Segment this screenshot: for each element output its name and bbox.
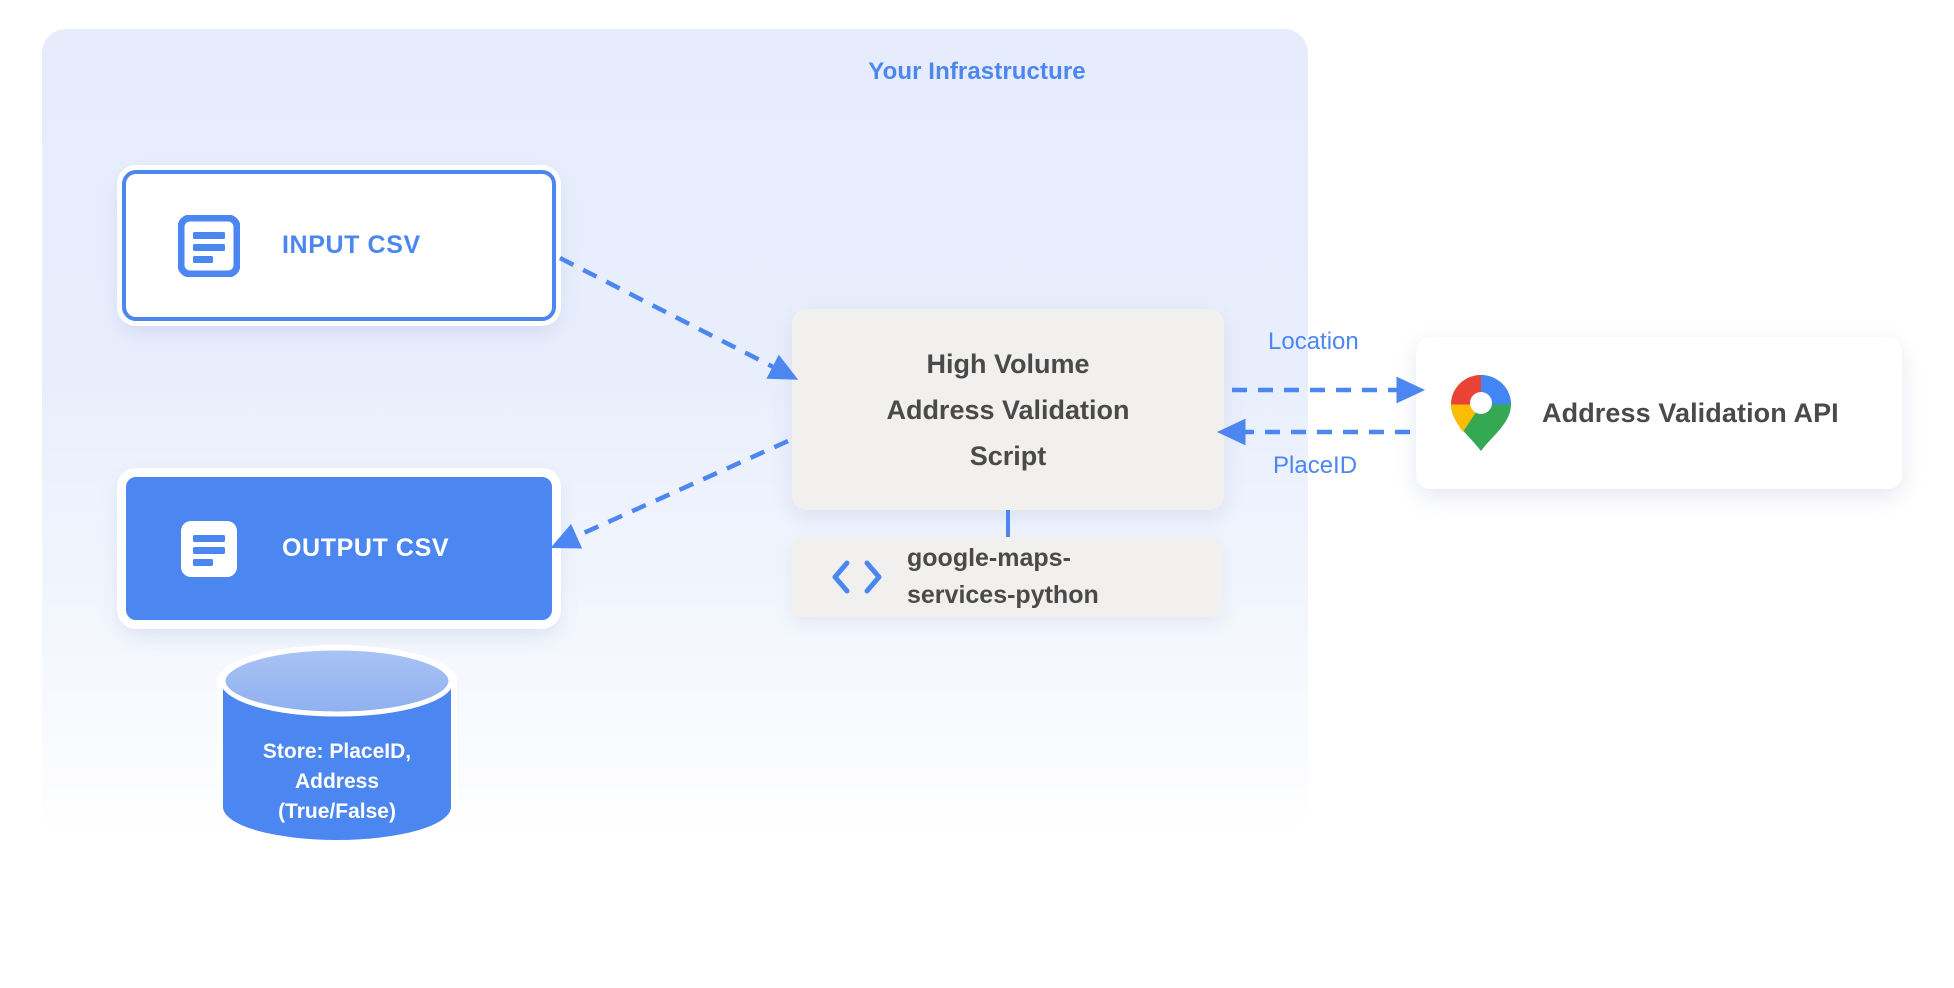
node-output-csv-label: OUTPUT CSV [282, 534, 450, 562]
database-cylinder-icon [217, 645, 457, 843]
node-api-label: Address Validation API [1542, 397, 1839, 428]
script-line-2: Address Validation [886, 394, 1130, 425]
library-label-line1: google-maps- [907, 544, 1071, 572]
node-database[interactable]: Store: PlaceID, Address (True/False) [213, 645, 461, 843]
node-validation-script[interactable]: High Volume Address Validation Script [792, 309, 1224, 510]
panel-title: Your Infrastructure [868, 58, 1086, 85]
library-label-line2: services-python [907, 581, 1099, 609]
document-icon [178, 518, 240, 580]
google-maps-pin-icon [1450, 374, 1512, 452]
node-google-maps-services-python[interactable]: google-maps- services-python [791, 537, 1223, 617]
node-input-csv-label: INPUT CSV [282, 231, 421, 259]
script-line-3: Script [969, 440, 1047, 471]
edge-label-location: Location [1268, 328, 1359, 355]
script-line-1: High Volume [926, 348, 1090, 379]
node-address-validation-api[interactable]: Address Validation API [1416, 337, 1902, 489]
library-label: google-maps- services-python [907, 540, 1099, 614]
node-input-csv[interactable]: INPUT CSV [122, 170, 556, 321]
database-label: Store: PlaceID, Address (True/False) [213, 737, 461, 827]
node-output-csv[interactable]: OUTPUT CSV [122, 473, 556, 624]
document-icon [177, 214, 241, 277]
code-brackets-icon [829, 557, 885, 597]
edge-label-placeid: PlaceID [1273, 452, 1358, 479]
database-label-line2: Address [294, 770, 380, 793]
database-label-line1: Store: PlaceID, [262, 740, 412, 763]
database-label-line3: (True/False) [278, 800, 396, 823]
script-library-connector [1006, 510, 1010, 538]
